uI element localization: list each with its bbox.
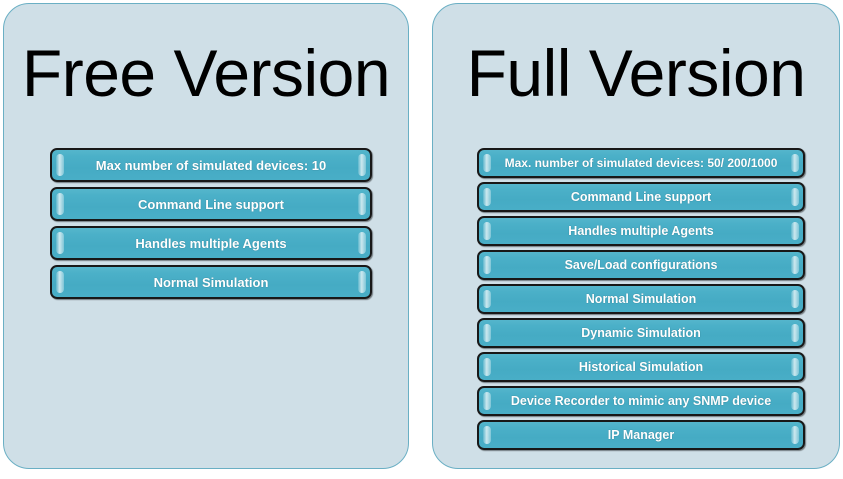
feature-item-max-devices[interactable]: Max. number of simulated devices: 50/ 20… — [477, 148, 805, 178]
feature-item-max-devices[interactable]: Max number of simulated devices: 10 — [50, 148, 372, 182]
feature-label: Handles multiple Agents — [135, 235, 287, 251]
feature-label: Command Line support — [570, 189, 712, 204]
feature-item-command-line-support[interactable]: Command Line support — [50, 187, 372, 221]
feature-label: Device Recorder to mimic any SNMP device — [510, 393, 772, 408]
feature-item-multiple-agents[interactable]: Handles multiple Agents — [50, 226, 372, 260]
feature-item-historical-simulation[interactable]: Historical Simulation — [477, 352, 805, 382]
feature-label: Command Line support — [138, 196, 284, 212]
feature-label: IP Manager — [607, 427, 675, 442]
feature-item-multiple-agents[interactable]: Handles multiple Agents — [477, 216, 805, 246]
feature-label: Dynamic Simulation — [581, 325, 701, 340]
feature-label: Historical Simulation — [578, 359, 704, 374]
feature-item-command-line-support[interactable]: Command Line support — [477, 182, 805, 212]
feature-label: Max number of simulated devices: 10 — [95, 157, 327, 173]
full-version-feature-list: Max. number of simulated devices: 50/ 20… — [477, 148, 805, 450]
feature-item-normal-simulation[interactable]: Normal Simulation — [477, 284, 805, 314]
free-version-feature-list: Max number of simulated devices: 10 Comm… — [50, 148, 372, 299]
free-version-panel: Free Version Max number of simulated dev… — [3, 3, 409, 469]
feature-label: Save/Load configurations — [564, 257, 718, 272]
free-version-title: Free Version — [21, 36, 391, 110]
feature-label: Max. number of simulated devices: 50/ 20… — [504, 155, 778, 170]
full-version-panel: Full Version Max. number of simulated de… — [432, 3, 840, 469]
feature-item-save-load-configurations[interactable]: Save/Load configurations — [477, 250, 805, 280]
feature-label: Normal Simulation — [153, 274, 269, 290]
feature-item-device-recorder[interactable]: Device Recorder to mimic any SNMP device — [477, 386, 805, 416]
feature-label: Normal Simulation — [585, 291, 697, 306]
feature-item-ip-manager[interactable]: IP Manager — [477, 420, 805, 450]
feature-label: Handles multiple Agents — [568, 223, 714, 238]
full-version-title: Full Version — [466, 36, 806, 110]
feature-item-normal-simulation[interactable]: Normal Simulation — [50, 265, 372, 299]
feature-item-dynamic-simulation[interactable]: Dynamic Simulation — [477, 318, 805, 348]
